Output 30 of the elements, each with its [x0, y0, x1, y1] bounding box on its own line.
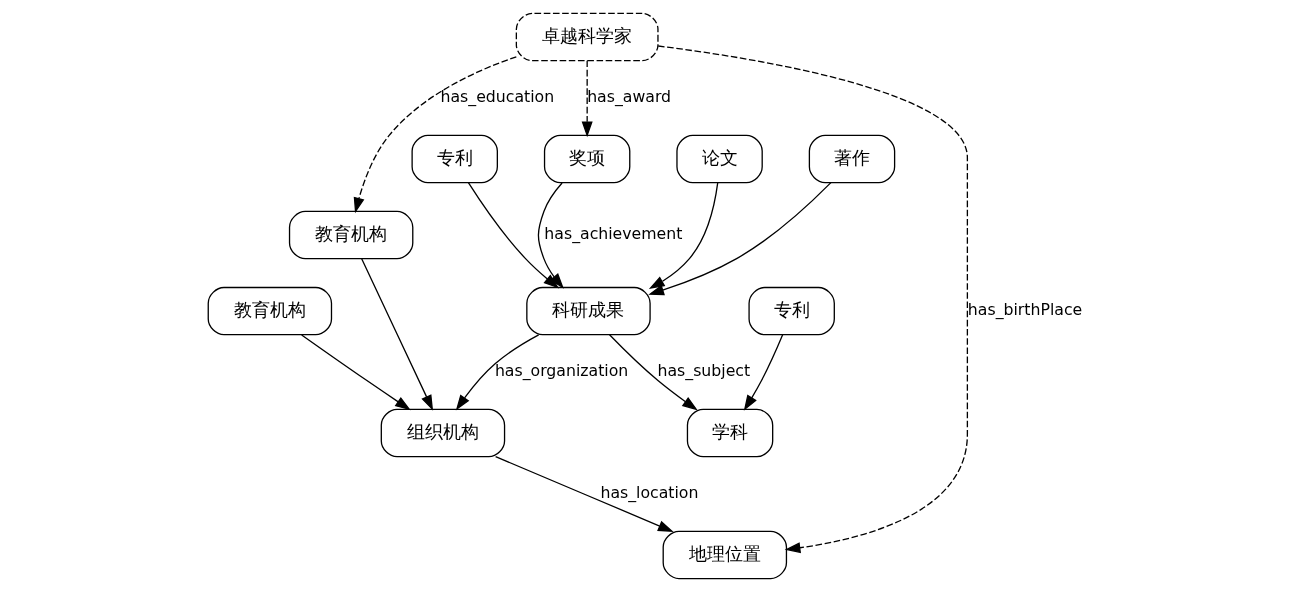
arrow [648, 181, 718, 290]
node-box: 卓越科学家 [515, 12, 659, 62]
arrow [657, 45, 968, 554]
node-box: 教育机构 [288, 210, 413, 260]
node-box: 奖项 [543, 134, 630, 184]
node-box: 教育机构 [207, 286, 332, 336]
arrow [455, 334, 539, 411]
edge-label: has_achievement [543, 224, 682, 244]
node-box: 地理位置 [662, 530, 787, 580]
node-box: 组织机构 [380, 408, 505, 458]
arrow [743, 334, 783, 411]
arrow [647, 181, 832, 296]
edge-label: has_subject [657, 361, 750, 381]
arrow [581, 60, 593, 138]
node-box: 专利 [410, 134, 498, 184]
node-box: 科研成果 [525, 286, 651, 336]
node-box: 论文 [675, 134, 763, 184]
arrow [353, 56, 517, 214]
arrow [360, 258, 433, 411]
node-box: 学科 [686, 408, 773, 458]
node-box: 专利 [747, 286, 835, 336]
edge-label: has_education [440, 87, 554, 107]
edge-label: has_award [586, 87, 671, 107]
edge-label: has_birthPlace [967, 300, 1082, 320]
edge-label: has_organization [494, 361, 628, 381]
node-box: 著作 [808, 134, 895, 184]
arrow [608, 334, 698, 411]
arrow [494, 455, 674, 532]
edge-label: has_location [599, 483, 698, 503]
arrow [300, 334, 411, 411]
